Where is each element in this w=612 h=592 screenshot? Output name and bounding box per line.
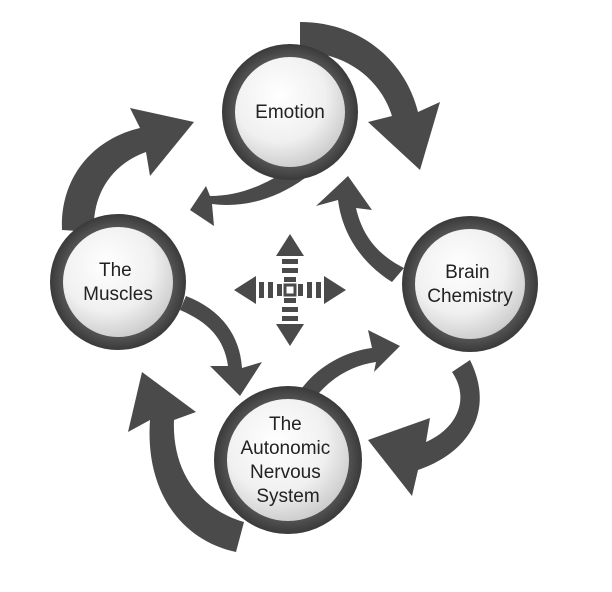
node-emotion-label-1: Emotion — [255, 102, 325, 123]
svg-text:The Autonomic Nerv: The Autonomic Nervous System — [240, 414, 335, 507]
arrow-emotion-to-muscles — [190, 168, 305, 226]
node-ans-label-3: Nervous — [250, 462, 321, 483]
node-ans-label-4: System — [256, 486, 319, 507]
node-ans-label-1: The — [269, 414, 302, 435]
node-emotion: Emotion — [222, 44, 358, 180]
arrow-muscles-to-emotion — [61, 108, 194, 232]
arrow-muscles-to-ans — [180, 296, 262, 396]
arrow-brain-to-emotion — [316, 176, 404, 282]
svg-text:Brain Chemistry: Brain Chemistry — [427, 262, 513, 307]
arrow-ans-to-muscles — [128, 372, 244, 552]
four-way-arrow-icon — [234, 234, 346, 346]
node-brain-label-1: Brain — [445, 262, 489, 283]
svg-text:The Muscles: The Muscles — [83, 260, 153, 305]
node-muscles-label-2: Muscles — [83, 284, 153, 305]
node-autonomic-nervous-system: The Autonomic Nervous System — [214, 386, 362, 534]
arrow-brain-to-ans — [368, 360, 480, 496]
node-muscles: The Muscles — [50, 214, 186, 350]
node-muscles-label-1: The — [99, 260, 132, 281]
node-ans-label-2: Autonomic — [240, 438, 330, 459]
node-brain-chemistry: Brain Chemistry — [402, 216, 538, 352]
arrow-ans-to-brain — [292, 330, 400, 408]
node-brain-label-2: Chemistry — [427, 286, 513, 307]
svg-text:Emotion: Emotion — [255, 102, 325, 123]
arrows-layer — [61, 22, 480, 552]
arrow-emotion-to-brain — [300, 22, 440, 170]
